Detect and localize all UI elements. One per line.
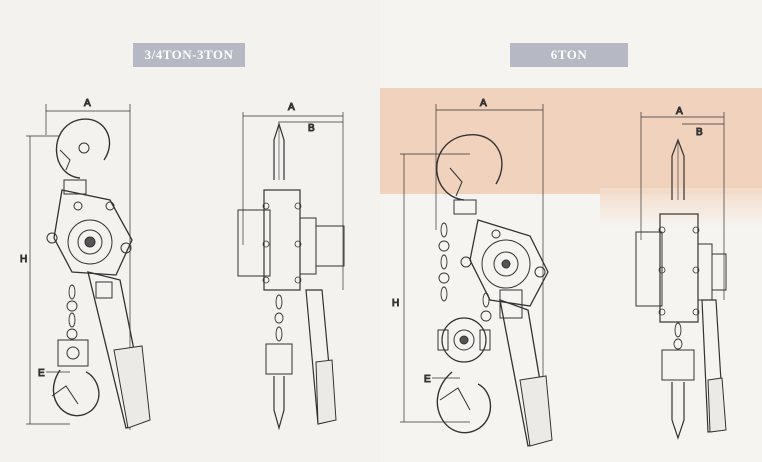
dim-a-left-side: A (288, 102, 295, 113)
right-front-view: A H E (392, 98, 553, 447)
dim-a-left-front: A (84, 98, 91, 109)
dim-b-left-side: B (308, 123, 315, 134)
dim-h-right: H (392, 298, 399, 309)
right-side-view: A B (635, 106, 727, 440)
left-side-view: A B (237, 102, 345, 431)
dim-b-right-side: B (696, 127, 703, 138)
dim-e-left: E (38, 368, 45, 379)
title-6ton: 6TON (510, 43, 628, 67)
title-3-4ton-3ton: 3/4TON-3TON (133, 43, 245, 67)
dim-a-right-front: A (480, 98, 487, 109)
dim-a-right-side: A (676, 106, 683, 117)
left-front-view: A H E (20, 98, 151, 430)
highlight-band (380, 88, 762, 194)
highlight-fade (600, 188, 762, 228)
dim-e-right: E (424, 374, 431, 385)
dim-h-left: H (20, 254, 27, 265)
